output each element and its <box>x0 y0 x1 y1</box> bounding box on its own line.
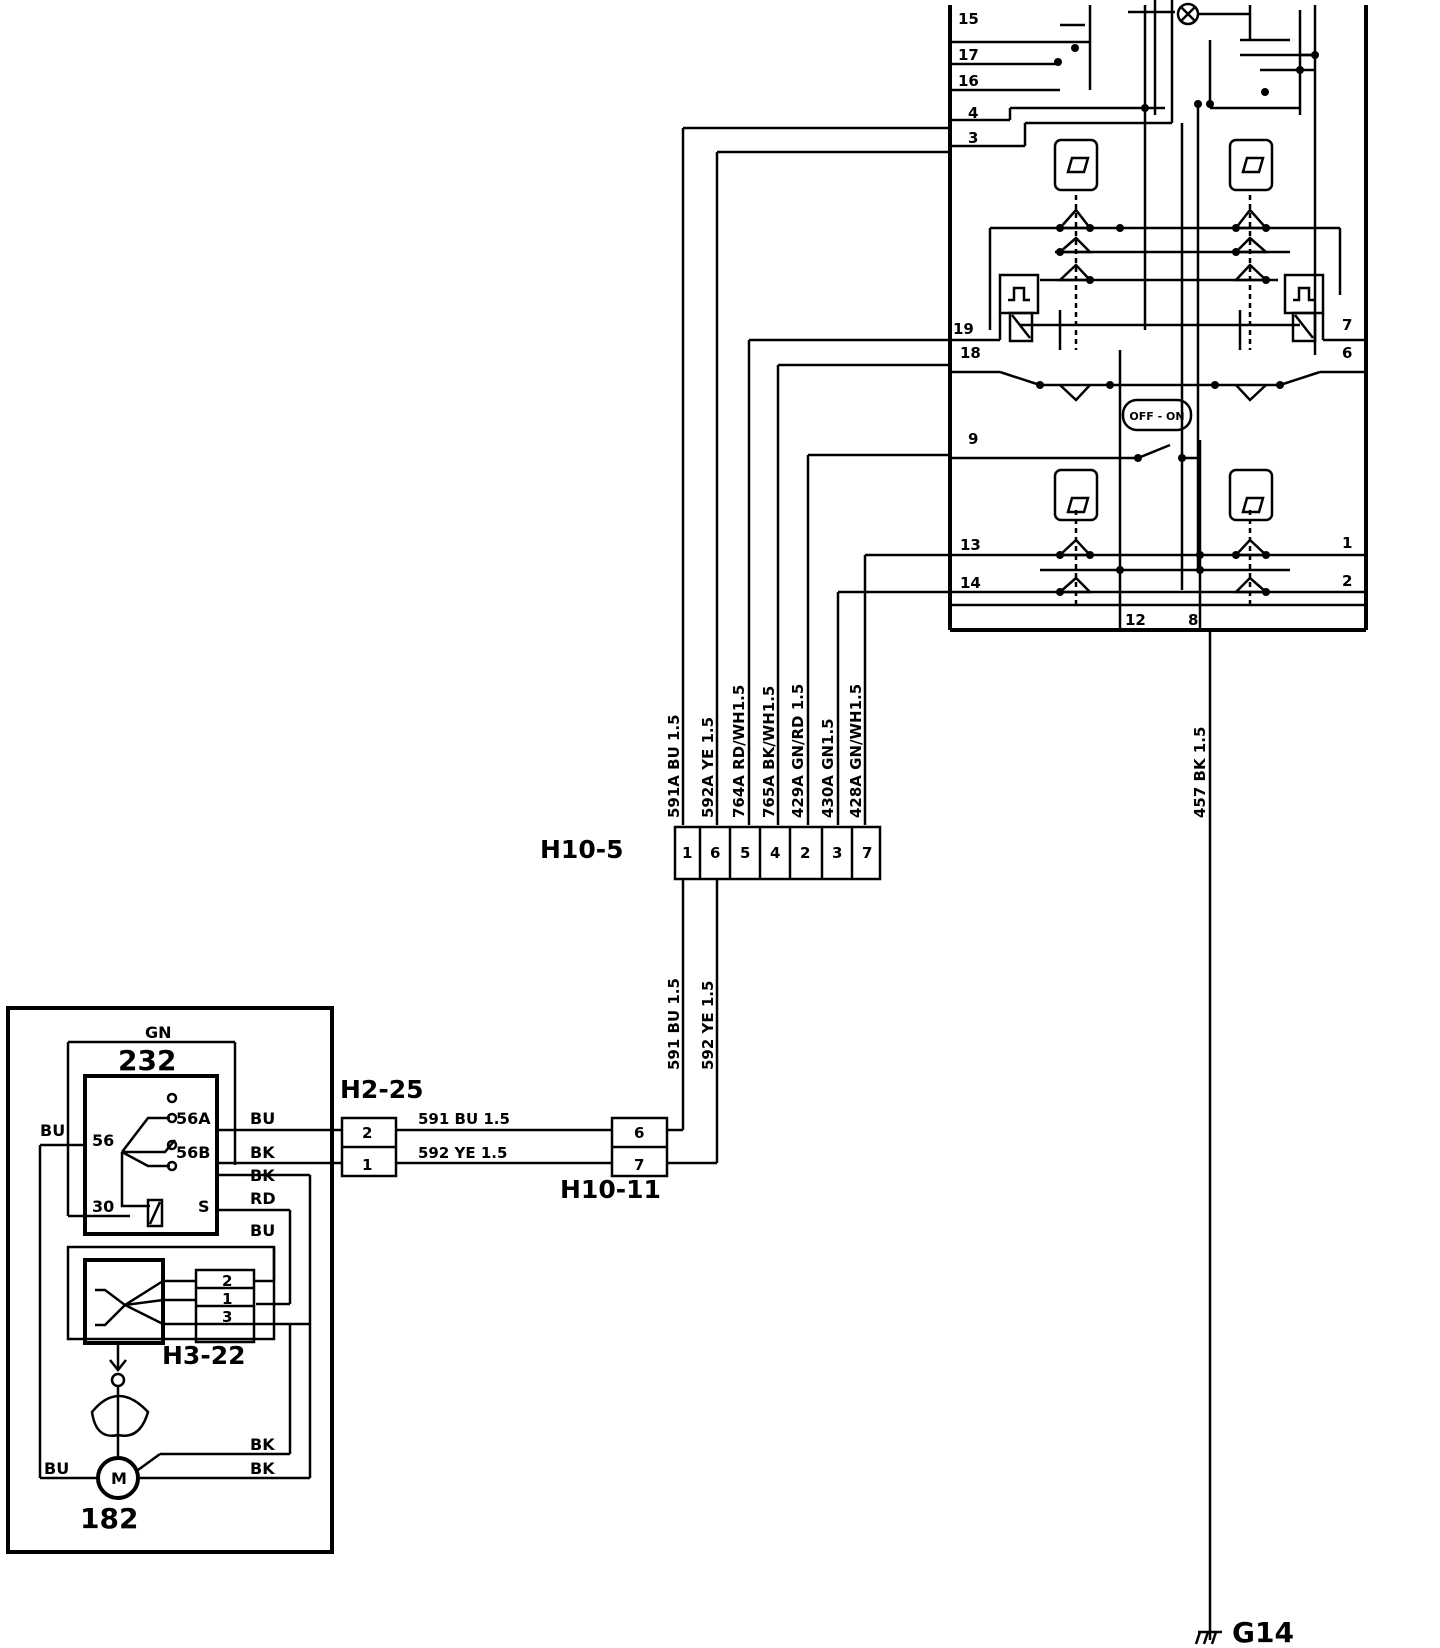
window-down-icon <box>1053 468 1099 522</box>
h10-11-label: H10-11 <box>560 1175 661 1204</box>
h10-5-pin-7: 7 <box>862 844 872 862</box>
wire-592-h: 592 YE 1.5 <box>418 1144 507 1162</box>
wire-591-h: 591 BU 1.5 <box>418 1110 510 1128</box>
pin-7: 7 <box>1342 316 1352 334</box>
h3-22-label: H3-22 <box>162 1341 245 1370</box>
wire-bu-motor: BU <box>44 1459 69 1478</box>
pin-4: 4 <box>968 104 978 122</box>
h2-25-pin-2: 2 <box>362 1124 372 1142</box>
pin-8: 8 <box>1188 611 1198 629</box>
pin-19: 19 <box>953 320 974 338</box>
wire-591: 591 BU 1.5 <box>665 978 683 1070</box>
h10-5-pin-4: 4 <box>770 844 780 862</box>
pin-56: 56 <box>92 1131 114 1150</box>
pin-56b: 56B <box>176 1143 210 1162</box>
connector-h2-25: 2 1 H2-25 <box>340 1075 423 1178</box>
pin-17: 17 <box>958 46 979 64</box>
h3-22-pin-2: 2 <box>222 1272 232 1290</box>
wire-bk2: BK <box>250 1166 275 1185</box>
h10-5-pin-2: 2 <box>800 844 810 862</box>
window-down-icon <box>1228 468 1274 522</box>
pin-15: 15 <box>958 10 979 28</box>
h10-5-pin-5: 5 <box>740 844 750 862</box>
wire-bundle <box>681 126 1212 1640</box>
relay-left <box>998 273 1040 315</box>
wire-428a: 428A GN/WH1.5 <box>847 684 865 818</box>
pin-14: 14 <box>960 574 981 592</box>
control-unit: OFF - ON 15 17 16 <box>948 0 1368 632</box>
h2-25-label: H2-25 <box>340 1075 423 1104</box>
wire-bu2: BU <box>250 1221 275 1240</box>
wire-bk1: BK <box>250 1143 275 1162</box>
ground-label: G14 <box>1232 1616 1294 1648</box>
wire-gn: GN <box>145 1023 172 1042</box>
h10-5-label: H10-5 <box>540 835 623 864</box>
pin-1: 1 <box>1342 534 1352 552</box>
pin-18: 18 <box>960 344 981 362</box>
wire-bk4: BK <box>250 1459 275 1478</box>
pin-6: 6 <box>1342 344 1352 362</box>
wire-430a: 430A GN1.5 <box>819 718 837 818</box>
door-module: 232 GN 56A 56B 56 30 S BU BK BK RD <box>6 1006 342 1554</box>
connector-h10-11: 6 7 H10-11 <box>560 1116 717 1204</box>
wire-bu-left: BU <box>40 1121 65 1140</box>
pin-16: 16 <box>958 72 979 90</box>
h3-22-pin-3: 3 <box>222 1308 232 1326</box>
wire-591a: 591A BU 1.5 <box>665 714 683 818</box>
off-on-switch <box>1121 398 1193 432</box>
wire-labels-upper: 591A BU 1.5 592A YE 1.5 764A RD/WH1.5 76… <box>665 684 1209 818</box>
window-up-icon <box>1228 138 1274 192</box>
connector-h10-5: 1 6 5 4 2 3 7 H10-5 <box>540 825 882 881</box>
relay-right <box>1283 273 1325 315</box>
switch-232-label: 232 <box>118 1044 176 1077</box>
wire-rd: RD <box>250 1189 276 1208</box>
motor-182-label: 182 <box>80 1502 138 1535</box>
off-on-label: OFF - ON <box>1129 410 1184 423</box>
pin-3: 3 <box>968 129 978 147</box>
pin-30: 30 <box>92 1197 114 1216</box>
h2-25-pin-1: 1 <box>362 1156 372 1174</box>
wire-457: 457 BK 1.5 <box>1191 727 1209 818</box>
wire-765a: 765A BK/WH1.5 <box>760 686 778 818</box>
motor-m-icon: M <box>111 1469 127 1488</box>
h10-11-pin-6: 6 <box>634 1124 644 1142</box>
pin-s: S <box>198 1197 210 1216</box>
pin-2: 2 <box>1342 572 1352 590</box>
wire-bu1: BU <box>250 1109 275 1128</box>
motor-switch <box>83 1258 165 1345</box>
wire-592a: 592A YE 1.5 <box>699 717 717 818</box>
h10-5-pin-3: 3 <box>832 844 842 862</box>
switch-232 <box>83 1074 219 1236</box>
ground-g14: G14 <box>1194 1616 1294 1648</box>
cam-icon <box>90 1394 150 1437</box>
window-up-icon <box>1053 138 1099 192</box>
pin-56a: 56A <box>176 1109 211 1128</box>
wire-429a: 429A GN/RD 1.5 <box>789 684 807 818</box>
h10-5-pin-6: 6 <box>710 844 720 862</box>
wire-592: 592 YE 1.5 <box>699 981 717 1070</box>
h3-22-pin-1: 1 <box>222 1290 232 1308</box>
pin-13: 13 <box>960 536 981 554</box>
wire-bk3: BK <box>250 1435 275 1454</box>
pin-12: 12 <box>1125 611 1146 629</box>
h10-5-pin-1: 1 <box>682 844 692 862</box>
h10-11-pin-7: 7 <box>634 1156 644 1174</box>
pin-9: 9 <box>968 430 978 448</box>
wire-764a: 764A RD/WH1.5 <box>730 685 748 818</box>
